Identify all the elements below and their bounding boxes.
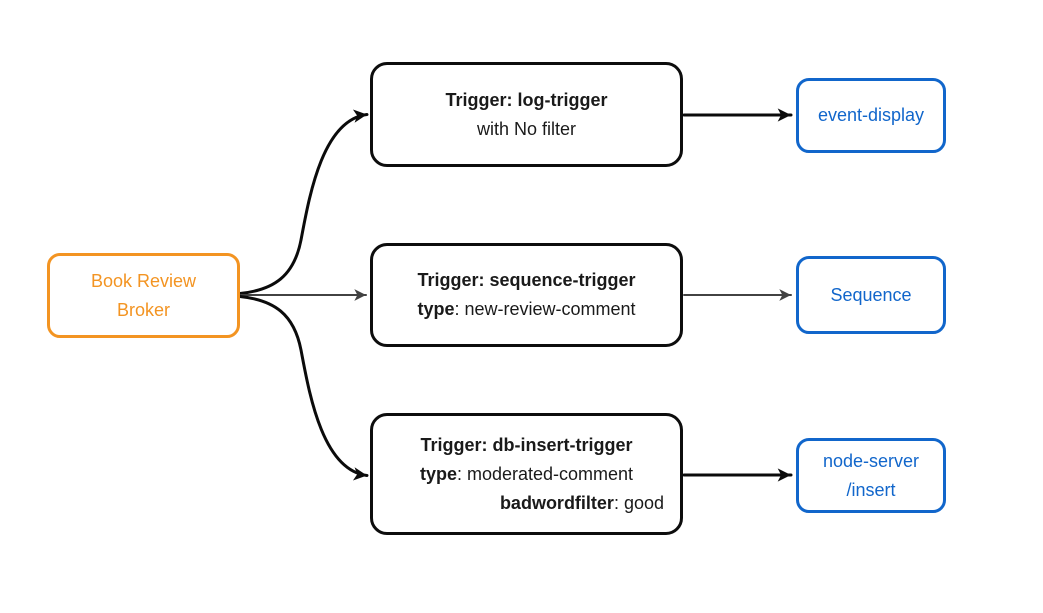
attr-key: type (417, 299, 455, 319)
edge-broker-to-log-trigger (238, 109, 369, 295)
edge-broker-to-db-insert-trigger (238, 295, 369, 481)
sink-node-server-label-line2: /insert (846, 479, 896, 500)
sink-node-server-label-line1: node-server (822, 450, 920, 471)
node-sink-sequence: Sequence (796, 256, 946, 334)
trigger-db-insert-title: Trigger: db-insert-trigger (420, 434, 633, 455)
attr-value: : new-review-comment (454, 299, 636, 319)
node-sink-event-display: event-display (796, 78, 946, 153)
trigger-sequence-title: Trigger: sequence-trigger (417, 270, 636, 290)
trigger-db-insert-attr1: type: moderated-comment (387, 460, 666, 489)
attr-key: type (419, 463, 457, 484)
trigger-sequence-attr: type: new-review-comment (387, 295, 666, 324)
node-trigger-sequence: Trigger: sequence-trigger type: new-revi… (370, 243, 683, 347)
trigger-log-subtitle: with No filter (476, 118, 577, 139)
trigger-db-insert-attr2: badwordfilter: good (387, 489, 666, 518)
node-broker: Book Review Broker (47, 253, 240, 338)
trigger-log-title: Trigger: log-trigger (445, 89, 608, 110)
sink-sequence-label: Sequence (830, 284, 912, 305)
broker-label-line1: Book Review (90, 270, 197, 291)
node-trigger-db-insert: Trigger: db-insert-trigger type: moderat… (370, 413, 683, 535)
node-sink-node-server: node-server /insert (796, 438, 946, 513)
attr-value: : moderated-comment (456, 463, 634, 484)
attr-value: : good (613, 492, 664, 513)
node-trigger-log: Trigger: log-trigger with No filter (370, 62, 683, 167)
broker-label-line2: Broker (116, 299, 170, 320)
attr-key: badwordfilter (499, 492, 614, 513)
sink-event-display-label: event-display (817, 105, 925, 125)
